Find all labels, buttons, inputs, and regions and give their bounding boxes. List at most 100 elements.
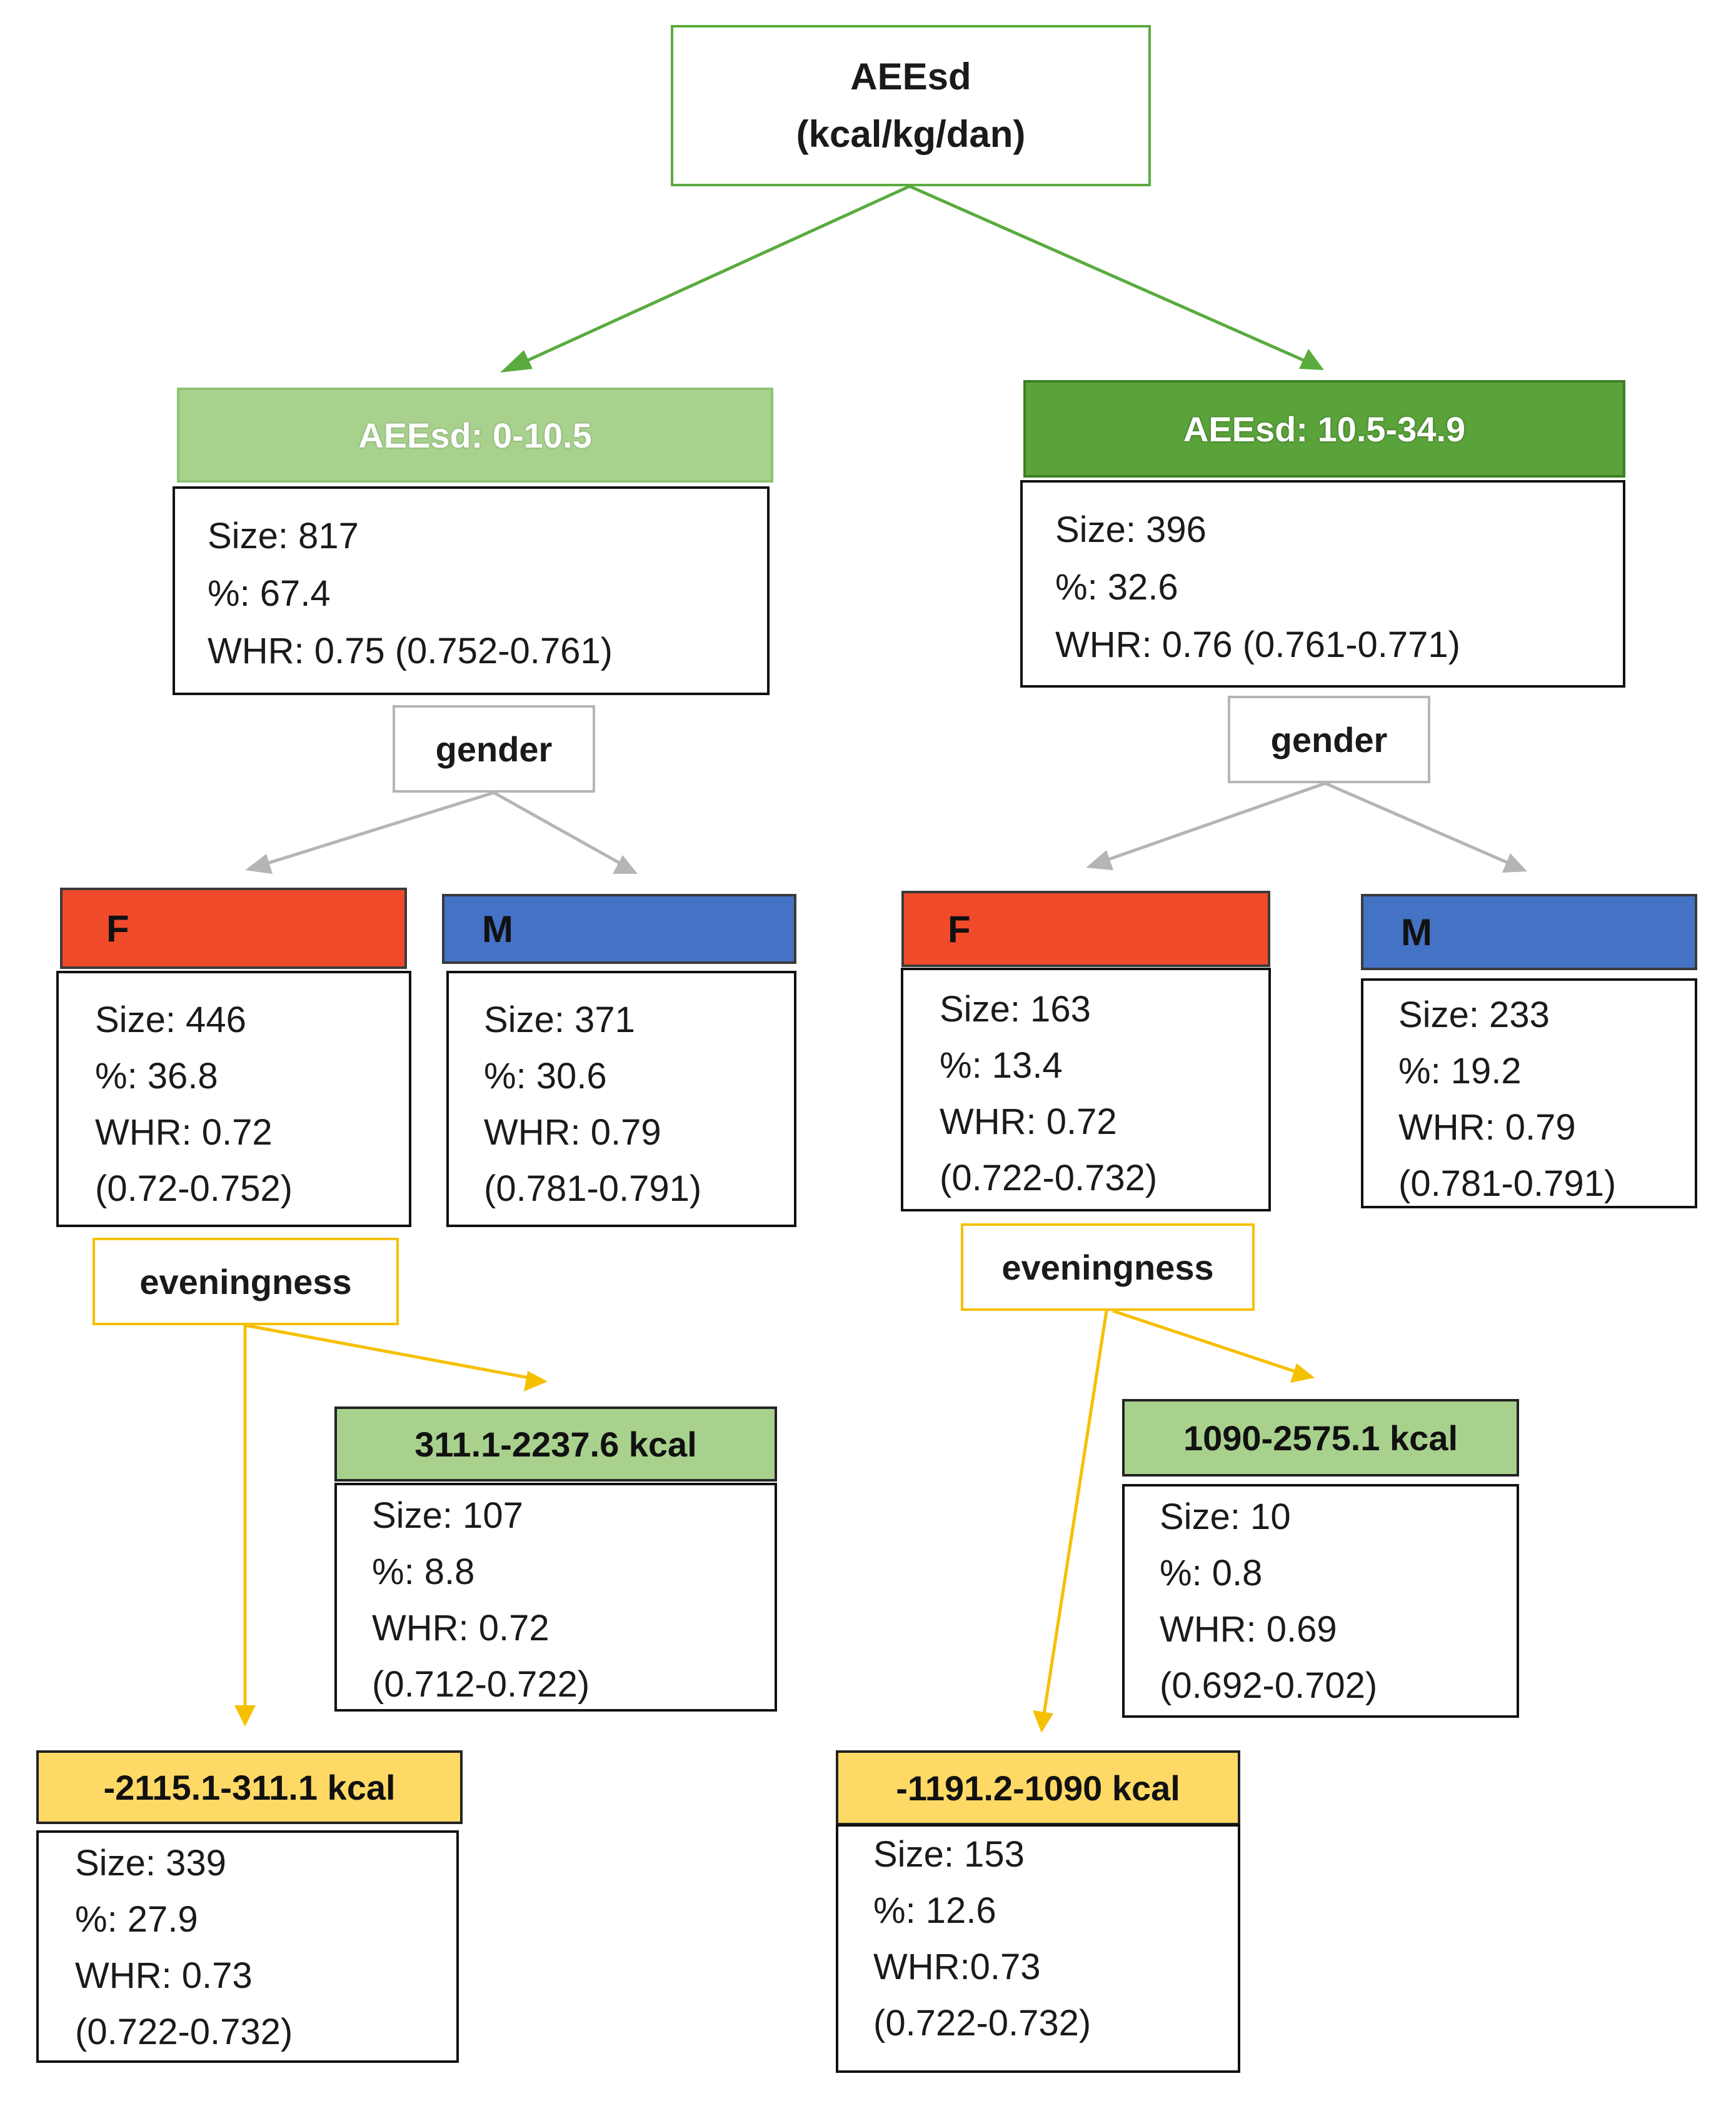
node-aee-low-label: AEEsd: 0-10.5	[358, 415, 592, 455]
stat-whr-ci: (0.72-0.752)	[95, 1168, 293, 1209]
stat-percent: %: 27.9	[75, 1899, 198, 1940]
arrow-gender-right-to-f	[1093, 781, 1326, 866]
stat-whr-ci: (0.712-0.722)	[372, 1664, 590, 1705]
stat-whr: WHR: 0.75 (0.752-0.761)	[208, 631, 613, 671]
node-aee-high-header: AEEsd: 10.5-34.9	[1023, 380, 1625, 478]
leaf-left-low-stats: Size: 339 %: 27.9 WHR: 0.73 (0.722-0.732…	[36, 1830, 459, 2063]
arrow-eve-left-to-high	[244, 1323, 539, 1381]
arrow-gender-left-to-f	[253, 791, 494, 870]
leaf-left-high-label: 311.1-2237.6 kcal	[414, 1424, 697, 1464]
node-aee-low-header: AEEsd: 0-10.5	[177, 388, 773, 483]
arrowhead-eve-left-to-low	[234, 1705, 256, 1727]
stat-size: Size: 10	[1160, 1497, 1291, 1537]
split-eveningness-right: eveningness	[961, 1223, 1255, 1311]
node-aee-high-label: AEEsd: 10.5-34.9	[1183, 409, 1466, 449]
node-right-female-label: F	[948, 908, 971, 950]
split-gender-left: gender	[393, 705, 595, 793]
stat-whr: WHR: 0.69	[1160, 1609, 1337, 1650]
arrow-gender-right-to-m	[1325, 781, 1520, 870]
stat-whr: WHR: 0.73	[75, 1955, 253, 1996]
split-eveningness-left-label: eveningness	[139, 1261, 352, 1301]
leaf-right-high-stats: Size: 10 %: 0.8 WHR: 0.69 (0.692-0.702)	[1122, 1484, 1519, 1718]
arrow-eve-right-to-low	[1041, 1310, 1108, 1723]
stat-size: Size: 163	[940, 989, 1091, 1030]
stat-size: Size: 396	[1055, 509, 1207, 550]
stat-size: Size: 371	[484, 1000, 635, 1040]
stat-whr-ci: (0.722-0.732)	[873, 2003, 1091, 2043]
node-right-female-stats: Size: 163 %: 13.4 WHR: 0.72 (0.722-0.732…	[901, 968, 1271, 1211]
node-left-male-stats: Size: 371 %: 30.6 WHR: 0.79 (0.781-0.791…	[446, 971, 796, 1227]
node-right-male-stats: Size: 233 %: 19.2 WHR: 0.79 (0.781-0.791…	[1361, 978, 1697, 1208]
stat-percent: %: 8.8	[372, 1552, 475, 1592]
stat-whr-ci: (0.722-0.732)	[940, 1158, 1158, 1198]
leaf-left-low-header: -2115.1-311.1 kcal	[36, 1750, 463, 1824]
node-aee-high-stats: Size: 396 %: 32.6 WHR: 0.76 (0.761-0.771…	[1020, 480, 1625, 688]
arrowhead-gender-left-to-m	[613, 855, 638, 874]
split-eveningness-left: eveningness	[93, 1238, 399, 1325]
node-right-male-header: M	[1361, 894, 1697, 970]
arrow-gender-left-to-m	[493, 791, 631, 871]
node-left-female-header: F	[60, 888, 407, 969]
stat-whr: WHR: 0.79	[484, 1112, 661, 1153]
root-title: AEEsd	[850, 56, 971, 98]
leaf-right-low-header: -1191.2-1090 kcal	[836, 1750, 1240, 1825]
arrowhead-eve-left-to-high	[524, 1371, 548, 1391]
stat-percent: %: 30.6	[484, 1056, 607, 1096]
stat-size: Size: 153	[873, 1834, 1025, 1875]
arrowhead-eve-right-to-low	[1033, 1710, 1053, 1733]
node-left-female-label: F	[106, 907, 129, 950]
stat-whr: WHR:0.73	[873, 1947, 1041, 1987]
stat-whr-ci: (0.722-0.732)	[75, 2012, 293, 2052]
arrow-eve-right-to-high	[1112, 1309, 1307, 1377]
leaf-right-high-label: 1090-2575.1 kcal	[1183, 1418, 1458, 1458]
stat-percent: %: 19.2	[1398, 1051, 1522, 1091]
arrow-root-to-high	[908, 184, 1317, 368]
root-unit: (kcal/kg/dan)	[796, 113, 1026, 155]
arrowhead-root-to-high	[1299, 349, 1324, 370]
stat-whr: WHR: 0.79	[1398, 1107, 1576, 1148]
arrow-root-to-low	[505, 184, 911, 372]
split-gender-left-label: gender	[435, 729, 553, 769]
node-left-male-label: M	[482, 908, 513, 950]
leaf-right-high-header: 1090-2575.1 kcal	[1122, 1399, 1519, 1477]
leaf-left-high-stats: Size: 107 %: 8.8 WHR: 0.72 (0.712-0.722)	[334, 1483, 777, 1712]
stat-whr-ci: (0.781-0.791)	[1398, 1163, 1617, 1204]
arrowhead-gender-right-to-m	[1502, 853, 1527, 873]
stat-percent: %: 36.8	[95, 1056, 218, 1096]
stat-size: Size: 107	[372, 1495, 523, 1536]
node-right-male-label: M	[1401, 911, 1432, 953]
node-right-female-header: F	[901, 891, 1270, 967]
leaf-right-low-stats: Size: 153 %: 12.6 WHR:0.73 (0.722-0.732)	[836, 1824, 1240, 2073]
arrowhead-eve-right-to-high	[1290, 1363, 1315, 1383]
stat-size: Size: 233	[1398, 995, 1550, 1035]
stat-whr-ci: (0.692-0.702)	[1160, 1665, 1378, 1706]
node-left-female-stats: Size: 446 %: 36.8 WHR: 0.72 (0.72-0.752)	[56, 971, 411, 1227]
leaf-left-high-header: 311.1-2237.6 kcal	[334, 1407, 777, 1482]
stat-percent: %: 12.6	[873, 1890, 996, 1931]
node-aee-low-stats: Size: 817 %: 67.4 WHR: 0.75 (0.752-0.761…	[173, 486, 770, 695]
stat-percent: %: 13.4	[940, 1045, 1063, 1086]
stat-percent: %: 0.8	[1160, 1553, 1263, 1593]
stat-size: Size: 817	[208, 516, 359, 556]
split-eveningness-right-label: eveningness	[1001, 1247, 1214, 1287]
arrowhead-root-to-low	[500, 350, 533, 373]
stat-percent: %: 32.6	[1055, 567, 1178, 608]
stat-size: Size: 446	[95, 1000, 246, 1040]
stat-whr: WHR: 0.72	[940, 1101, 1117, 1142]
stat-size: Size: 339	[75, 1843, 226, 1883]
stat-whr: WHR: 0.72	[372, 1608, 549, 1648]
leaf-left-low-label: -2115.1-311.1 kcal	[103, 1767, 396, 1807]
root-node: AEEsd (kcal/kg/dan)	[671, 25, 1151, 186]
arrowhead-gender-right-to-f	[1086, 850, 1113, 870]
stat-percent: %: 67.4	[208, 573, 331, 614]
arrowhead-gender-left-to-f	[245, 854, 273, 874]
split-gender-right-label: gender	[1270, 720, 1388, 760]
stat-whr-ci: (0.781-0.791)	[484, 1168, 702, 1209]
stat-whr: WHR: 0.76 (0.761-0.771)	[1055, 624, 1460, 665]
leaf-right-low-label: -1191.2-1090 kcal	[896, 1768, 1180, 1808]
node-left-male-header: M	[442, 894, 796, 964]
stat-whr: WHR: 0.72	[95, 1112, 273, 1153]
split-gender-right: gender	[1228, 696, 1430, 783]
